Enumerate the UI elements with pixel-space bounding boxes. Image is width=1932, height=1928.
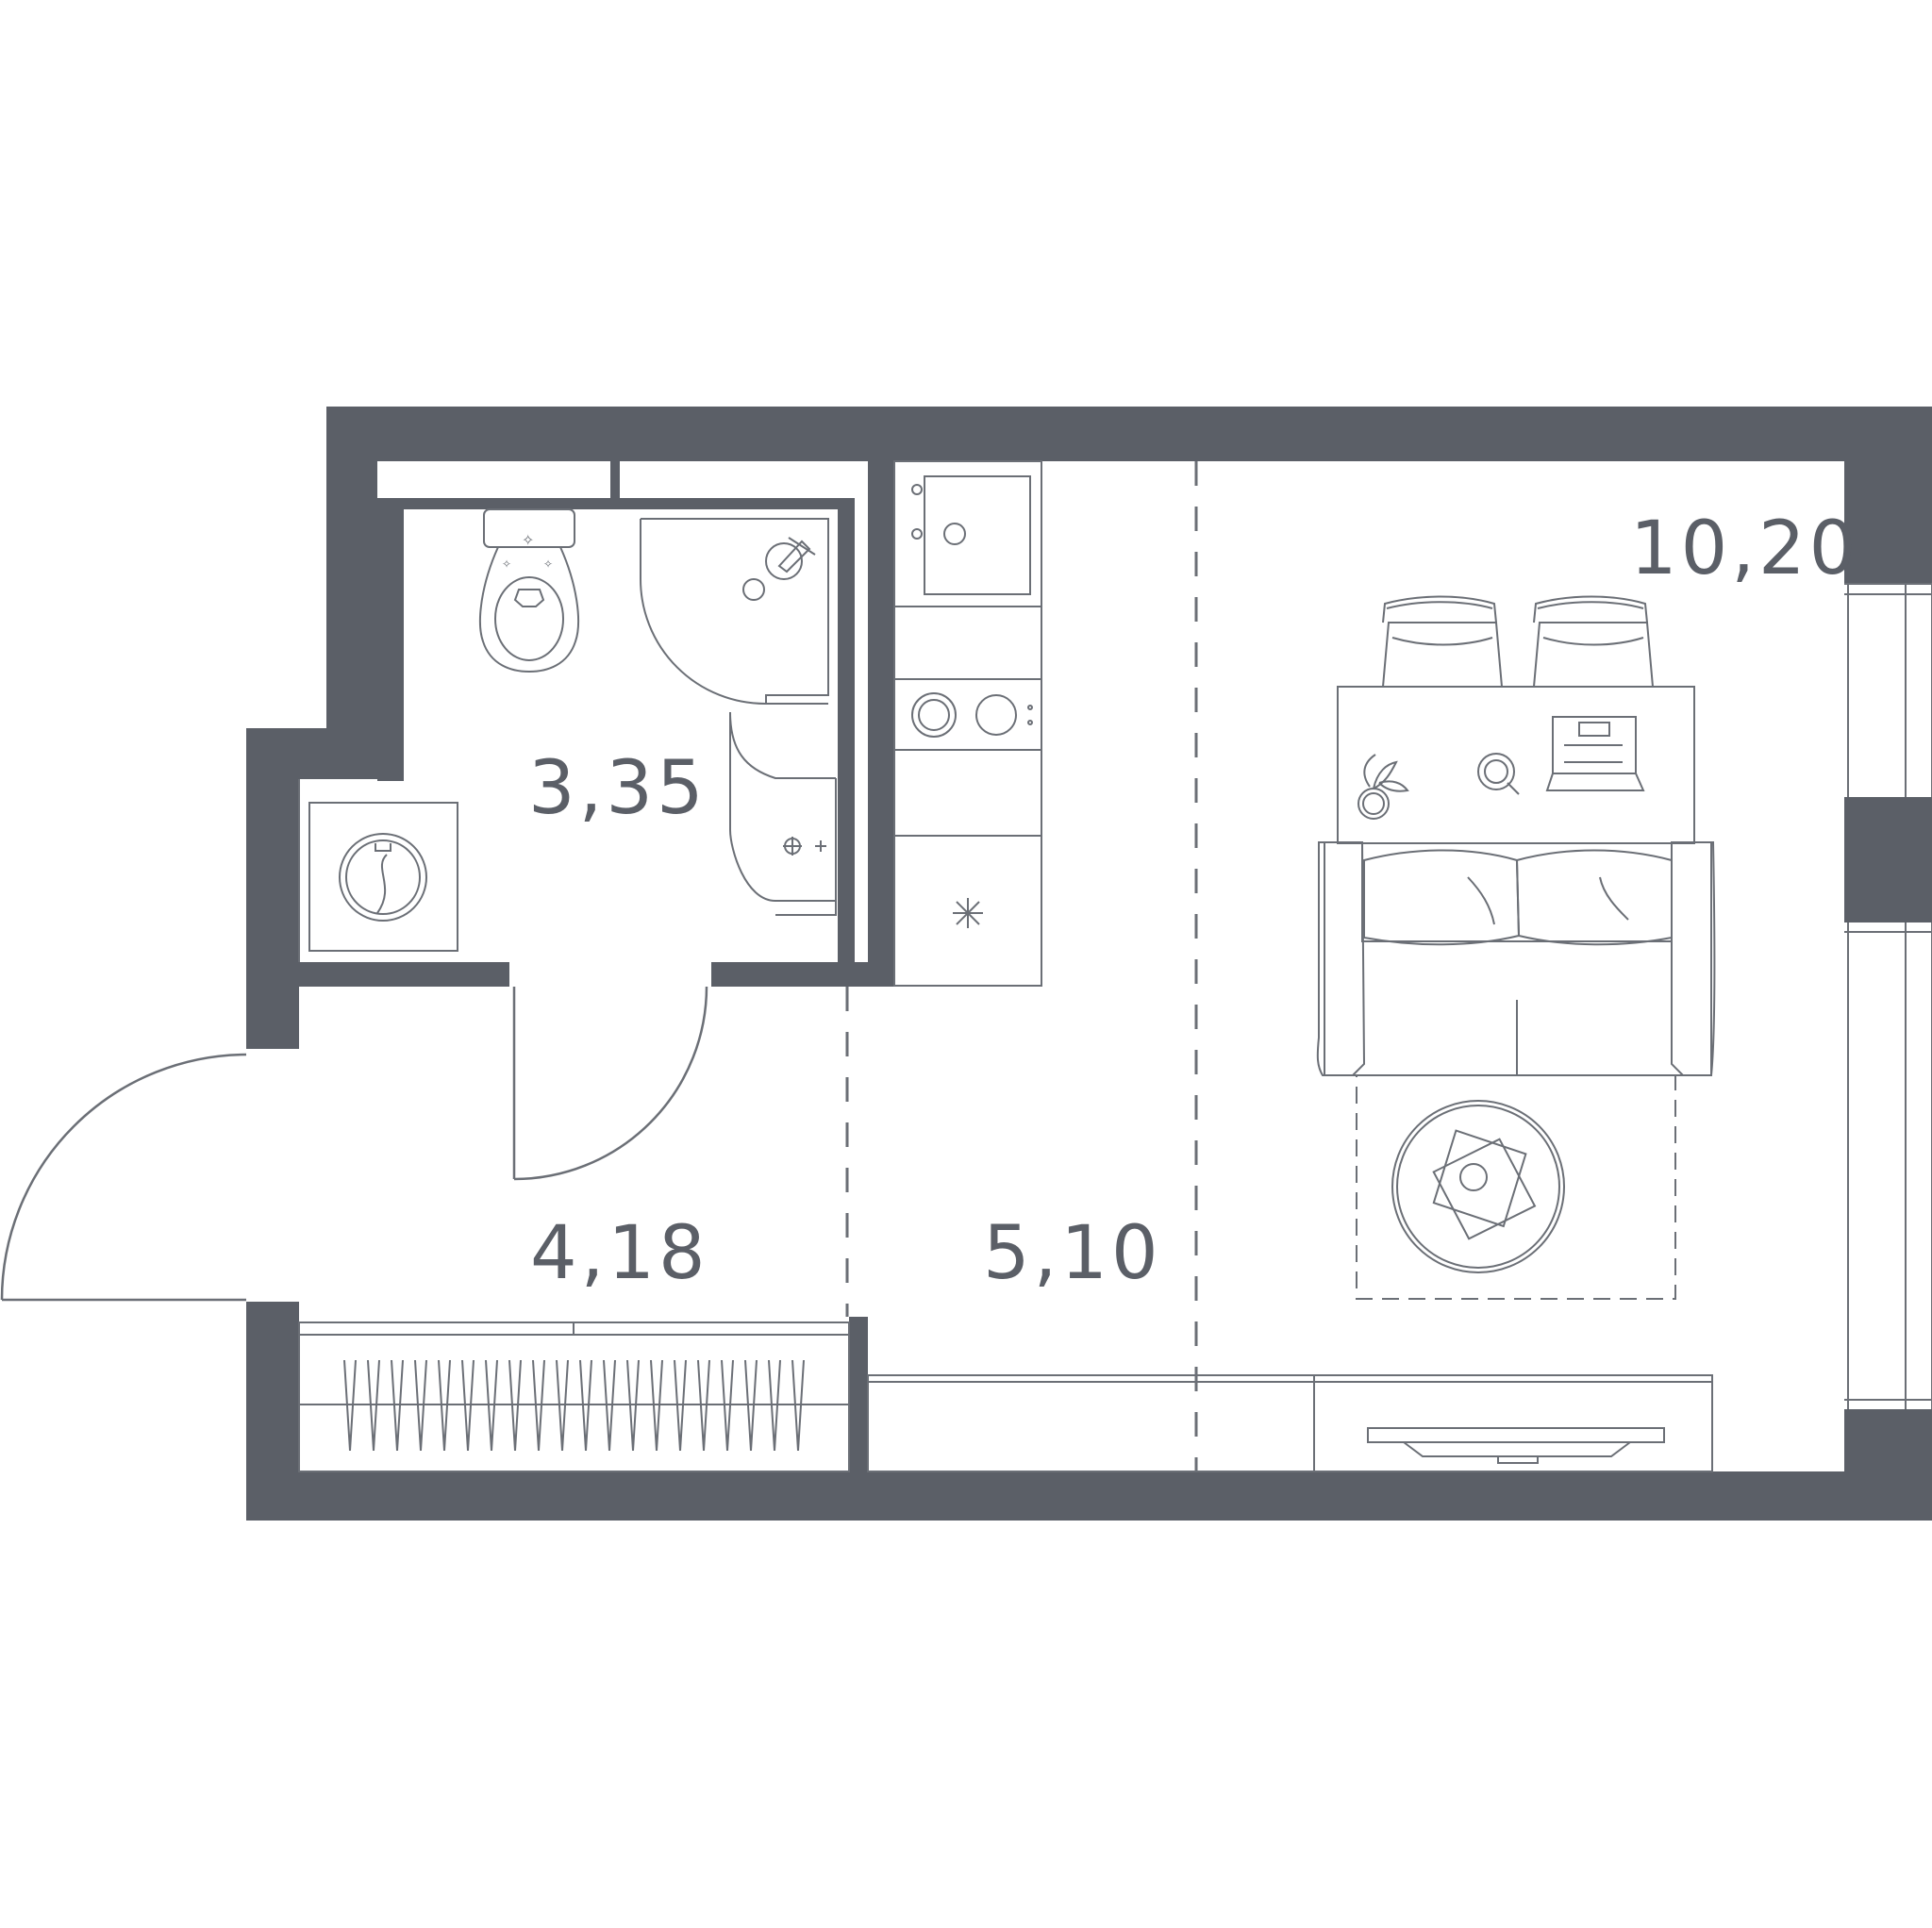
hanger-stroke: [461, 1359, 469, 1452]
hanger-stroke: [632, 1359, 640, 1452]
hanger-stroke: [674, 1359, 681, 1452]
wall-right-mid: [1844, 797, 1932, 922]
laptop-icon: [1545, 716, 1645, 791]
wall-right-top: [1844, 407, 1932, 584]
area-label-living-room: 10,20: [1630, 507, 1859, 591]
rug: [1356, 1074, 1676, 1300]
hanger-stroke: [750, 1359, 758, 1452]
washing-machine: [308, 802, 458, 952]
shower-cabin: [640, 518, 829, 705]
chair-left: [1382, 595, 1503, 688]
tv: [1367, 1427, 1665, 1464]
area-label-hallway: 4,18: [530, 1211, 709, 1296]
hanger-stroke: [349, 1359, 357, 1452]
plant-icon: [1357, 754, 1409, 820]
wall-bath-left: [377, 498, 404, 781]
hanger-stroke: [585, 1359, 592, 1452]
hanger-stroke: [485, 1359, 492, 1452]
hanger-stroke: [650, 1359, 658, 1452]
wall-top: [326, 407, 1932, 461]
wall-bottom: [246, 1471, 1844, 1521]
hanger-stroke: [443, 1359, 451, 1452]
fitting-star-icon-2: ✧: [543, 557, 553, 571]
hanger-stroke: [467, 1359, 475, 1452]
hanger-stroke: [491, 1359, 498, 1452]
flush-star-icon: ✧: [522, 531, 534, 549]
hanger-stroke: [721, 1359, 728, 1452]
wardrobe-hangers: [343, 1359, 805, 1452]
hanger-stroke: [561, 1359, 569, 1452]
wall-left-upper: [326, 407, 377, 730]
hanger-stroke: [373, 1359, 380, 1452]
tv-console: [867, 1374, 1713, 1472]
hanger-stroke: [626, 1359, 634, 1452]
wall-bath-top: [377, 498, 855, 509]
sink: [911, 475, 1031, 595]
wall-kitchen-partition: [868, 461, 894, 987]
wall-left-lower: [246, 1302, 299, 1521]
cup-icon: [1477, 753, 1520, 795]
hanger-stroke: [532, 1359, 540, 1452]
sofa: [1316, 841, 1716, 1076]
hanger-stroke: [556, 1359, 563, 1452]
magazines-icon: [1432, 1129, 1537, 1240]
wall-left-middle: [246, 728, 299, 1049]
zone-dividers: [845, 461, 1198, 1471]
hanger-stroke: [367, 1359, 375, 1452]
walls: [246, 407, 1932, 1521]
hanger-stroke: [791, 1359, 799, 1452]
hanger-stroke: [538, 1359, 545, 1452]
hanger-stroke: [438, 1359, 445, 1452]
hanger-stroke: [603, 1359, 610, 1452]
hanger-stroke: [726, 1359, 734, 1452]
wall-wardrobe-right: [849, 1317, 868, 1473]
window-lower: [1844, 922, 1932, 1409]
windows: [1844, 583, 1932, 1409]
hanger-stroke: [656, 1359, 663, 1452]
coffee-table: [1391, 1100, 1565, 1273]
wall-bath-bottom-left: [299, 962, 509, 987]
entrance-door: [0, 1053, 247, 1302]
washbasin: [729, 711, 837, 916]
fitting-star-icon: ✧: [502, 557, 511, 571]
hanger-stroke: [679, 1359, 687, 1452]
hanger-stroke: [343, 1359, 351, 1452]
hanger-stroke: [797, 1359, 805, 1452]
hob: [911, 692, 1033, 738]
hanger-stroke: [608, 1359, 616, 1452]
area-label-bathroom: 3,35: [528, 746, 708, 831]
hanger-stroke: [579, 1359, 587, 1452]
hanger-stroke: [420, 1359, 427, 1452]
hanger-stroke: [414, 1359, 422, 1452]
hanger-stroke: [396, 1359, 404, 1452]
wall-right-bottom: [1844, 1409, 1932, 1521]
chair-right: [1533, 595, 1654, 688]
wardrobe: [298, 1321, 850, 1472]
hanger-stroke: [697, 1359, 705, 1452]
wall-bath-bottom-right: [711, 962, 894, 987]
toilet: ✧ ✧ ✧: [478, 508, 580, 673]
hanger-stroke: [508, 1359, 516, 1452]
hanger-stroke: [514, 1359, 522, 1452]
dining-table: [1337, 595, 1695, 844]
wall-bath-right: [838, 498, 855, 987]
hanger-stroke: [774, 1359, 781, 1452]
fridge-snowflake-icon: [953, 898, 983, 928]
area-label-kitchen: 5,10: [983, 1211, 1162, 1296]
bathroom-door: [512, 986, 708, 1181]
hanger-stroke: [703, 1359, 710, 1452]
wall-bath-stub: [610, 461, 620, 499]
hanger-stroke: [391, 1359, 398, 1452]
kitchen-counter: [893, 460, 1042, 987]
hanger-stroke: [768, 1359, 775, 1452]
counter-outline: [893, 460, 1042, 987]
hanger-stroke: [744, 1359, 752, 1452]
window-upper: [1844, 583, 1932, 797]
